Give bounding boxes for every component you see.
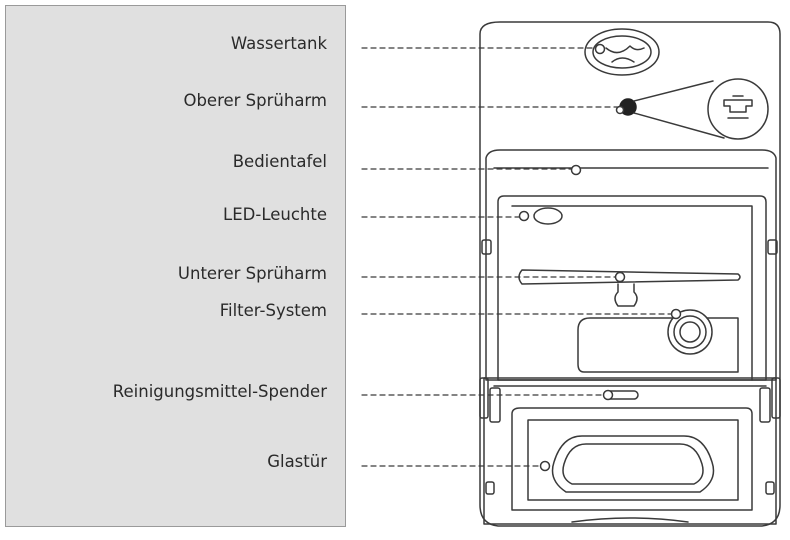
label-water-tank: Wassertank bbox=[230, 34, 327, 53]
upper-spray-arm-zoom bbox=[707, 78, 769, 140]
glass-door bbox=[511, 407, 753, 511]
lower-spray-arm bbox=[518, 269, 741, 307]
leader-lines bbox=[361, 47, 675, 467]
label-filter-system: Filter-System bbox=[219, 301, 327, 320]
glass-window bbox=[551, 435, 715, 493]
label-upper-spray-arm: Oberer Sprüharm bbox=[183, 91, 327, 110]
inner-tub bbox=[497, 195, 767, 381]
right-latch bbox=[767, 239, 778, 255]
dishwasher-body bbox=[479, 21, 781, 527]
lower-spray-arm-marker bbox=[614, 271, 626, 283]
led-light-marker bbox=[518, 210, 530, 222]
label-lower-spray-arm: Unterer Sprüharm bbox=[177, 264, 327, 283]
lower-door bbox=[479, 377, 781, 525]
control-panel bbox=[485, 149, 777, 381]
water-tank bbox=[584, 28, 660, 76]
label-detergent-dispenser: Reinigungsmittel-Spender bbox=[112, 382, 327, 401]
label-control-panel: Bedientafel bbox=[232, 152, 327, 171]
filter-system bbox=[577, 308, 739, 373]
upper-spray-arm bbox=[615, 78, 769, 140]
filter-system-marker bbox=[670, 308, 682, 320]
led-light bbox=[518, 207, 563, 225]
detergent-dispenser-marker bbox=[602, 389, 614, 401]
label-panel bbox=[5, 5, 346, 527]
door-handle bbox=[571, 517, 689, 523]
detergent-dispenser bbox=[602, 389, 639, 401]
label-led-light: LED-Leuchte bbox=[223, 205, 327, 224]
control-panel-marker bbox=[570, 164, 582, 176]
glass-door-marker bbox=[539, 460, 551, 472]
label-glass-door: Glastür bbox=[267, 452, 327, 471]
left-latch bbox=[481, 239, 492, 255]
water-tank-marker bbox=[594, 43, 606, 55]
